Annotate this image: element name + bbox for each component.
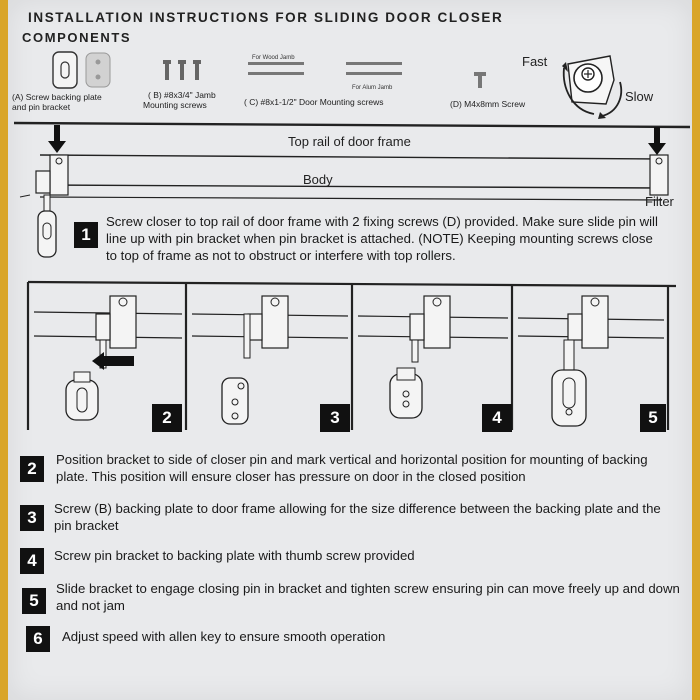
step-5-number: 5 <box>22 588 46 614</box>
step-3-number: 3 <box>20 505 44 531</box>
door-screws-icon <box>248 62 402 75</box>
alum-jamb-label: For Alum Jamb <box>352 85 393 91</box>
step-6-text: Adjust speed with allen key to ensure sm… <box>62 629 386 644</box>
backing-plate-icon <box>52 51 111 89</box>
instruction-sheet <box>8 0 692 700</box>
top-rail-label: Top rail of door frame <box>288 134 411 149</box>
component-c-label: ( C) #8x1-1/2" Door Mounting screws <box>244 97 384 107</box>
component-d-label: (D) M4x8mm Screw <box>450 99 526 109</box>
panel-5-number: 5 <box>640 404 666 432</box>
step-1-text: Screw closer to top rail of door frame w… <box>106 214 658 263</box>
step-1-number: 1 <box>74 222 98 248</box>
step-2-text: Position bracket to side of closer pin a… <box>56 452 648 484</box>
speed-adjust-icon <box>562 55 623 119</box>
fast-label: Fast <box>522 54 548 69</box>
jamb-screws-icon <box>163 60 201 80</box>
step-4-number: 4 <box>20 548 44 574</box>
step-2-number: 2 <box>20 456 44 482</box>
step-6-number: 6 <box>26 626 50 652</box>
components-heading: COMPONENTS <box>22 30 132 45</box>
component-a-label-2: and pin bracket <box>12 102 71 112</box>
panel-4-number: 4 <box>482 404 512 432</box>
sheet-title: INSTALLATION INSTRUCTIONS FOR SLIDING DO… <box>28 10 504 25</box>
panel-2-number: 2 <box>152 404 182 432</box>
filter-label: Filter <box>645 194 674 209</box>
rail-diagram <box>13 121 691 258</box>
component-b-label-1: ( B) #8x3/4" Jamb <box>148 90 216 100</box>
step-panels <box>26 280 677 430</box>
component-b-label-2: Mounting screws <box>143 100 207 110</box>
step-4-text: Screw pin bracket to backing plate with … <box>54 548 415 563</box>
wood-jamb-label: For Wood Jamb <box>252 55 295 61</box>
body-label: Body <box>303 172 333 187</box>
step-5-text: Slide bracket to engage closing pin in b… <box>56 581 680 613</box>
slow-label: Slow <box>625 89 654 104</box>
m4-screw-icon <box>474 72 486 88</box>
component-a-label-1: (A) Screw backing plate <box>12 92 102 102</box>
step-3-text: Screw (B) backing plate to door frame al… <box>54 501 661 533</box>
panel-3-number: 3 <box>320 404 350 432</box>
